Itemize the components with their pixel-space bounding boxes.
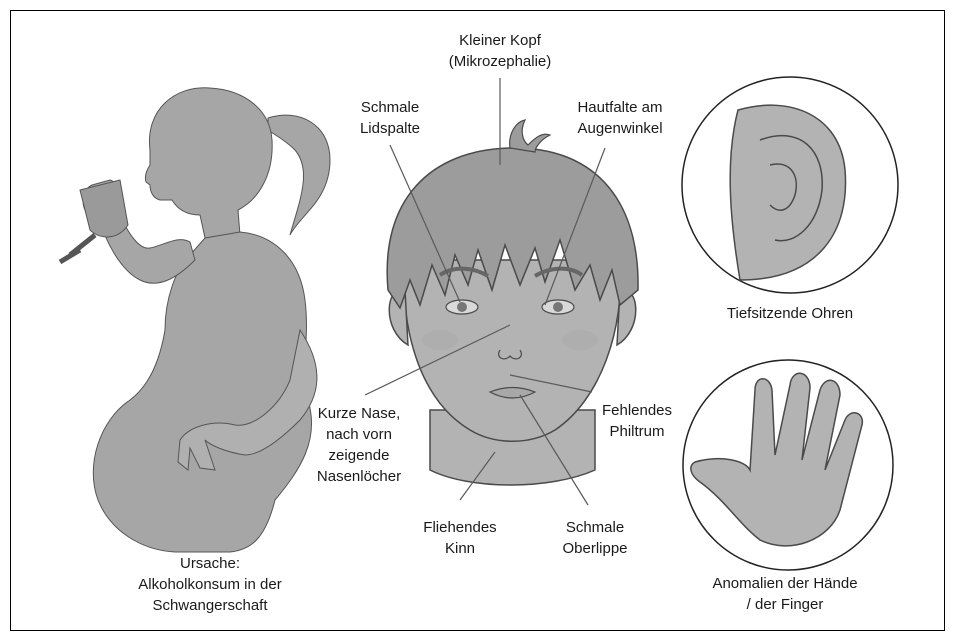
label-short-nose: Kurze Nase, nach vorn zeigende Nasenlöch… [298,403,420,487]
label-small-head: Kleiner Kopf (Mikrozephalie) [430,30,570,72]
label-low-ears: Tiefsitzende Ohren [700,303,880,324]
ear-detail [682,77,898,293]
label-thin-lip: Schmale Oberlippe [545,517,645,559]
label-missing-philtrum: Fehlendes Philtrum [587,400,687,442]
pregnant-woman-silhouette [60,88,330,552]
label-hands: Anomalien der Hände / der Finger [680,573,890,615]
label-skin-fold: Hautfalte am Augenwinkel [560,97,680,139]
label-receding-chin: Fliehendes Kinn [410,517,510,559]
label-cause: Ursache: Alkoholkonsum in der Schwangers… [110,553,310,616]
label-narrow-eyes: Schmale Lidspalte [345,97,435,139]
hand-detail [683,360,893,570]
